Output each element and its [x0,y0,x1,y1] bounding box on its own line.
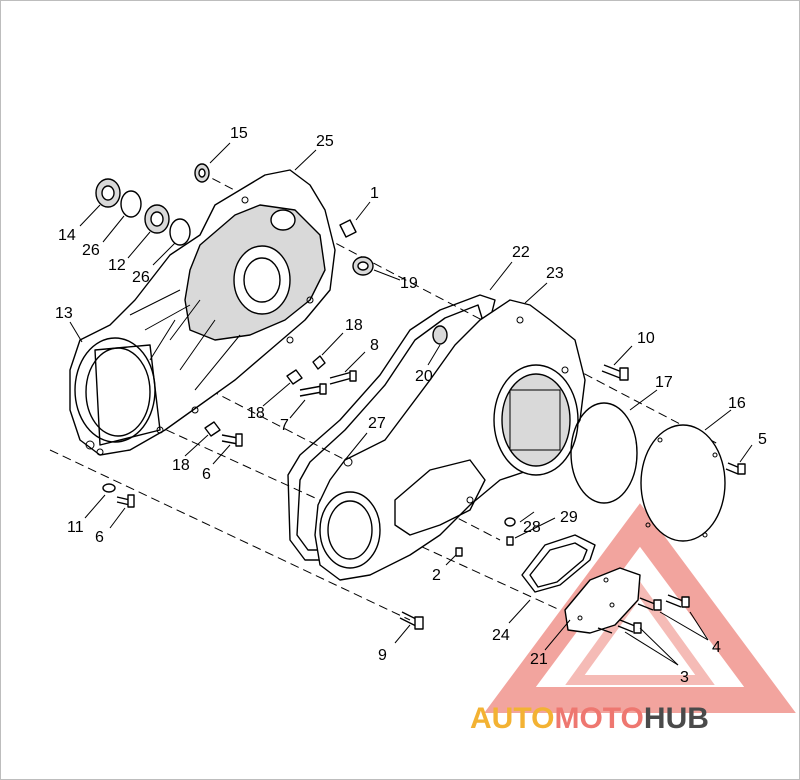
callout-4: 4 [712,639,721,656]
callout-17: 17 [655,374,673,391]
callout-5: 5 [758,431,767,448]
fastener-cluster-left [102,355,357,508]
callout-10: 10 [637,330,655,347]
callout-7: 7 [280,417,289,434]
watermark-auto: AUTO [470,702,554,735]
callout-6-upper: 6 [202,466,211,483]
callout-9: 9 [378,647,387,664]
watermark-hub: HUB [644,702,709,735]
callout-14: 14 [58,227,76,244]
bearing-stack [95,163,210,246]
callout-24: 24 [492,627,510,644]
callout-labels: 1 2 3 4 5 6 6 7 8 9 10 11 12 13 14 15 16… [55,125,767,686]
callout-1: 1 [370,185,379,202]
outer-primary-cover [314,299,586,581]
callout-29: 29 [560,509,578,526]
callout-15: 15 [230,125,248,142]
callout-18-bottom: 18 [172,457,190,474]
dowel-and-bushing [339,219,374,276]
callout-18-top: 18 [345,317,363,334]
cover-screws [399,364,629,630]
svg-text:AUTOMOTOHUB: AUTOMOTOHUB [470,702,709,735]
callout-27: 27 [368,415,386,432]
callout-16: 16 [728,395,746,412]
callout-25: 25 [316,133,334,150]
callout-19: 19 [400,275,418,292]
callout-18-middle: 18 [247,405,265,422]
derby-cover-assembly [570,402,746,542]
watermark: AUTOMOTOHUB [470,702,709,735]
callout-12: 12 [108,257,126,274]
callout-20: 20 [415,368,433,385]
callout-3: 3 [680,669,689,686]
callout-8: 8 [370,337,379,354]
callout-28: 28 [523,519,541,536]
callout-21: 21 [530,651,548,668]
inner-primary-housing [69,169,336,456]
callout-6-lower: 6 [95,529,104,546]
callout-11: 11 [67,519,84,536]
callout-26-right: 26 [132,269,150,286]
leader-lines [69,142,753,666]
callout-23: 23 [546,265,564,282]
callout-2: 2 [432,567,441,584]
inspection-cover-assembly [455,517,690,634]
watermark-moto: MOTO [554,702,643,735]
callout-13: 13 [55,305,73,322]
callout-22: 22 [512,244,530,261]
callout-26-left: 26 [82,242,100,259]
